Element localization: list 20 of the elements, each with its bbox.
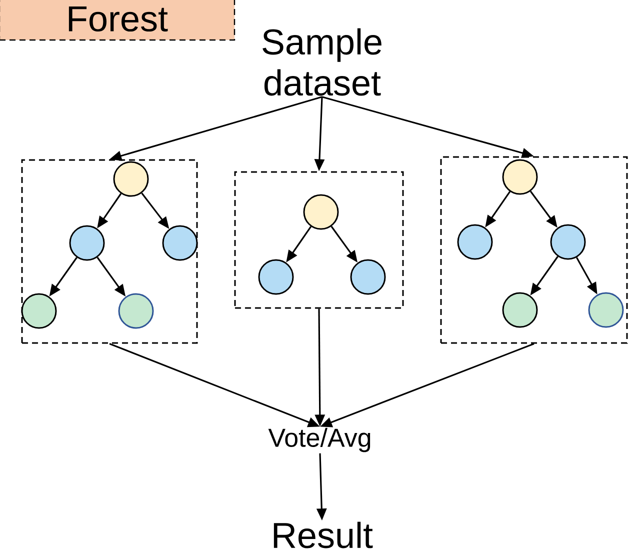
tree-node-circle [350, 259, 386, 295]
tree-node-circle [588, 292, 624, 328]
tree-node-circle [162, 225, 198, 261]
dashed-box [234, 171, 404, 309]
tree-node-circle [502, 159, 538, 195]
caption-text: Sample dataset [262, 28, 382, 96]
tree-node-circle [113, 161, 149, 197]
tree-node-circle [258, 259, 294, 295]
tree-node-circle [457, 224, 493, 260]
text-label: Result [274, 522, 373, 548]
tree-node-circle [118, 293, 154, 329]
tree-node-circle [502, 292, 538, 328]
tree-node-circle [69, 225, 105, 261]
dashed-box [440, 156, 628, 344]
text-label: Vote/Avg [268, 428, 370, 452]
tree-node-circle [303, 194, 339, 230]
tree-node-circle [21, 293, 57, 329]
dashed-box [21, 159, 198, 344]
tree-node-circle [550, 224, 586, 260]
label-box: Forest [0, 0, 236, 41]
